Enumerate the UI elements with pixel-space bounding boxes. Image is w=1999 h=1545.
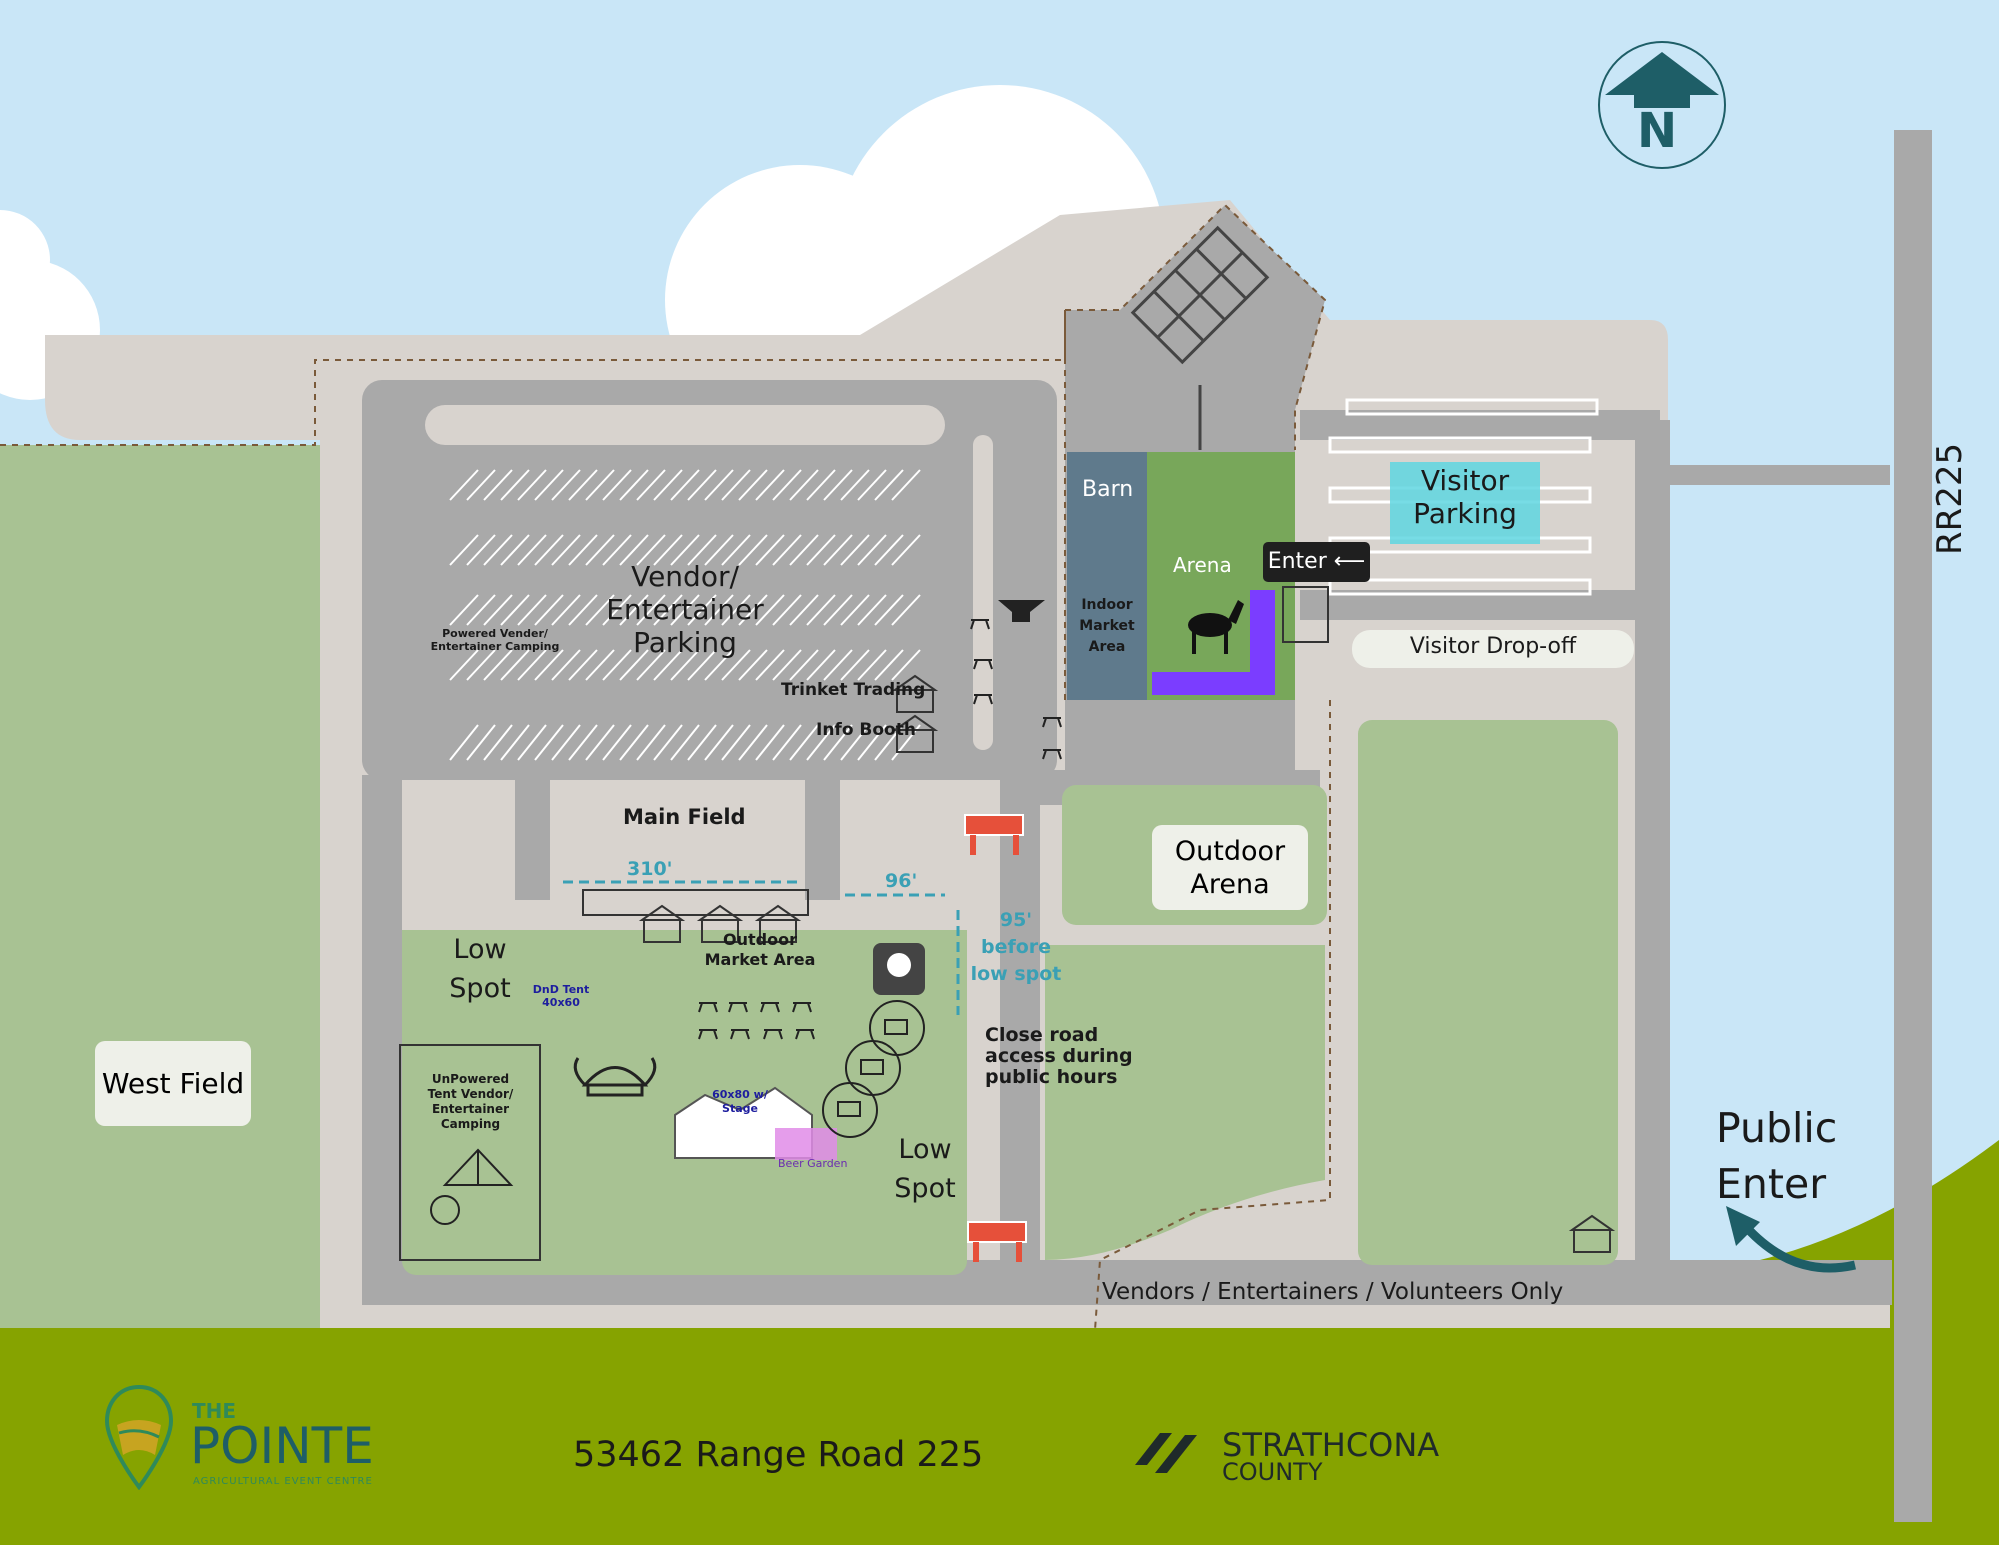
parking-divider [973,435,993,750]
visitor-dropoff-label: Visitor Drop-off [1409,634,1577,659]
ground-band [0,1328,1999,1545]
market-fence [399,889,809,1261]
pointe-logo: THE POINTE AGRICULTURAL EVENT CENTRE [103,1385,413,1490]
dnd-tent-label: DnD Tent 40x60 [532,983,590,1009]
picnic-table-icon [760,1002,780,1013]
dim-310-label: 310' [627,858,673,880]
viking-helmet-icon [573,1057,657,1097]
gazebo-icon [891,674,939,713]
enter-booth [1282,586,1329,643]
picnic-table-icon [973,694,993,705]
beer-garden-area [775,1128,837,1160]
picnic-table-icon [730,1029,750,1040]
east-field [1045,945,1325,1260]
tent-icon [442,1148,514,1186]
food-truck-icon [822,1000,925,1138]
logo-sub: AGRICULTURAL EVENT CENTRE [193,1476,373,1487]
parking-stripes [449,469,921,761]
gazebo-icon [638,904,686,943]
solar-panels [1130,225,1270,365]
west-field-label: West Field [95,1041,251,1126]
public-enter-label: Public Enter [1716,1104,1838,1208]
gazebo-icon [754,904,802,943]
road-label: RR225 [1930,442,1970,555]
gazebo-icon [891,714,939,753]
outdoor-arena-label: Outdoor Arena [1152,825,1308,910]
picnic-table-icon [792,1002,812,1013]
far-east-field [1358,720,1618,1265]
close-road-label: Close road access during public hours [985,1024,1133,1088]
logo-the: THE [192,1399,237,1423]
anvil-icon [998,600,1045,622]
county-line2: COUNTY [1222,1458,1323,1486]
parking-island [425,405,945,445]
main-field-label: Main Field [623,805,746,829]
dropoff-island [1352,630,1634,668]
barrier-icon [964,814,1024,855]
low-spot-left-label: Low Spot [449,934,511,1004]
indoor-market-label: Indoor Market Area [1079,597,1135,655]
barrier-icon [967,1221,1027,1262]
dim-96-label: 96' [885,870,918,892]
picnic-table-icon [728,1002,748,1013]
dimension-lines [563,880,960,1015]
picnic-table-icon [698,619,1062,1040]
arena-label: Arena [1173,553,1232,577]
strathcona-logo: STRATHCONA COUNTY [1130,1425,1470,1486]
vendors-only-label: Vendors / Entertainers / Volunteers Only [1102,1279,1564,1305]
visitor-parking-highlight [1390,462,1540,544]
picnic-table-icon [1042,749,1062,760]
logo-pointe: POINTE [190,1417,374,1475]
entry-arrow-head [1726,1206,1760,1246]
outdoor-market-label: Outdoor Market Area [704,930,816,969]
beer-garden-label: Beer Garden [778,1157,848,1170]
picnic-table-icon [698,1029,718,1040]
main-field [402,900,967,1275]
visitor-parking-label: Visitor Parking [1413,464,1517,530]
info-booth-label: Info Booth [816,720,916,740]
picnic-table-icon [970,619,990,630]
address: 53462 Range Road 225 [573,1435,984,1475]
stage-tent [674,1086,837,1160]
fence [0,203,1331,1331]
picnic-table-icon [973,659,993,670]
pointe-logo-pin-icon [104,1385,174,1490]
stage-tent-label: 60x80 w/ Stage [712,1088,768,1115]
low-spot-right-label: Low Spot [894,1134,956,1204]
entry-arrow-icon [1736,1217,1857,1273]
powered-camping-label: Powered Vender/ Entertainer Camping [430,627,560,653]
picnic-table-icon [1042,717,1062,728]
compass-north-icon [1598,41,1726,169]
west-grass [0,445,320,1330]
gazebo-icon [638,674,1616,1253]
arena-ramp [1152,590,1275,695]
picnic-table-icon [698,1002,718,1013]
roads [362,410,1892,1305]
picnic-table-icon [763,1029,783,1040]
barn-building [1067,452,1147,700]
county-line1: STRATHCONA [1222,1426,1440,1464]
compass-letter: N [1637,103,1678,159]
unpowered-camping-label: UnPowered Tent Vendor/ Entertainer Campi… [427,1072,514,1131]
before-low-spot-label: 95' before low spot [970,909,1062,985]
rr225-road [1894,130,1932,1522]
rr225-road-lower [1894,1328,1932,1522]
gazebo-icon [1568,1214,1616,1253]
vendor-parking-label: Vendor/ Entertainer Parking [606,560,764,659]
trinket-trading-label: Trinket Trading [781,680,926,700]
picnic-table-icon [795,1029,815,1040]
gazebo-icon [696,904,744,943]
barn-label: Barn [1082,477,1134,502]
power-icon [430,1195,460,1225]
enter-sign: Enter ⟵ [1263,542,1370,582]
horse-icon [1188,600,1244,654]
strathcona-logo-icon [1135,1433,1197,1473]
